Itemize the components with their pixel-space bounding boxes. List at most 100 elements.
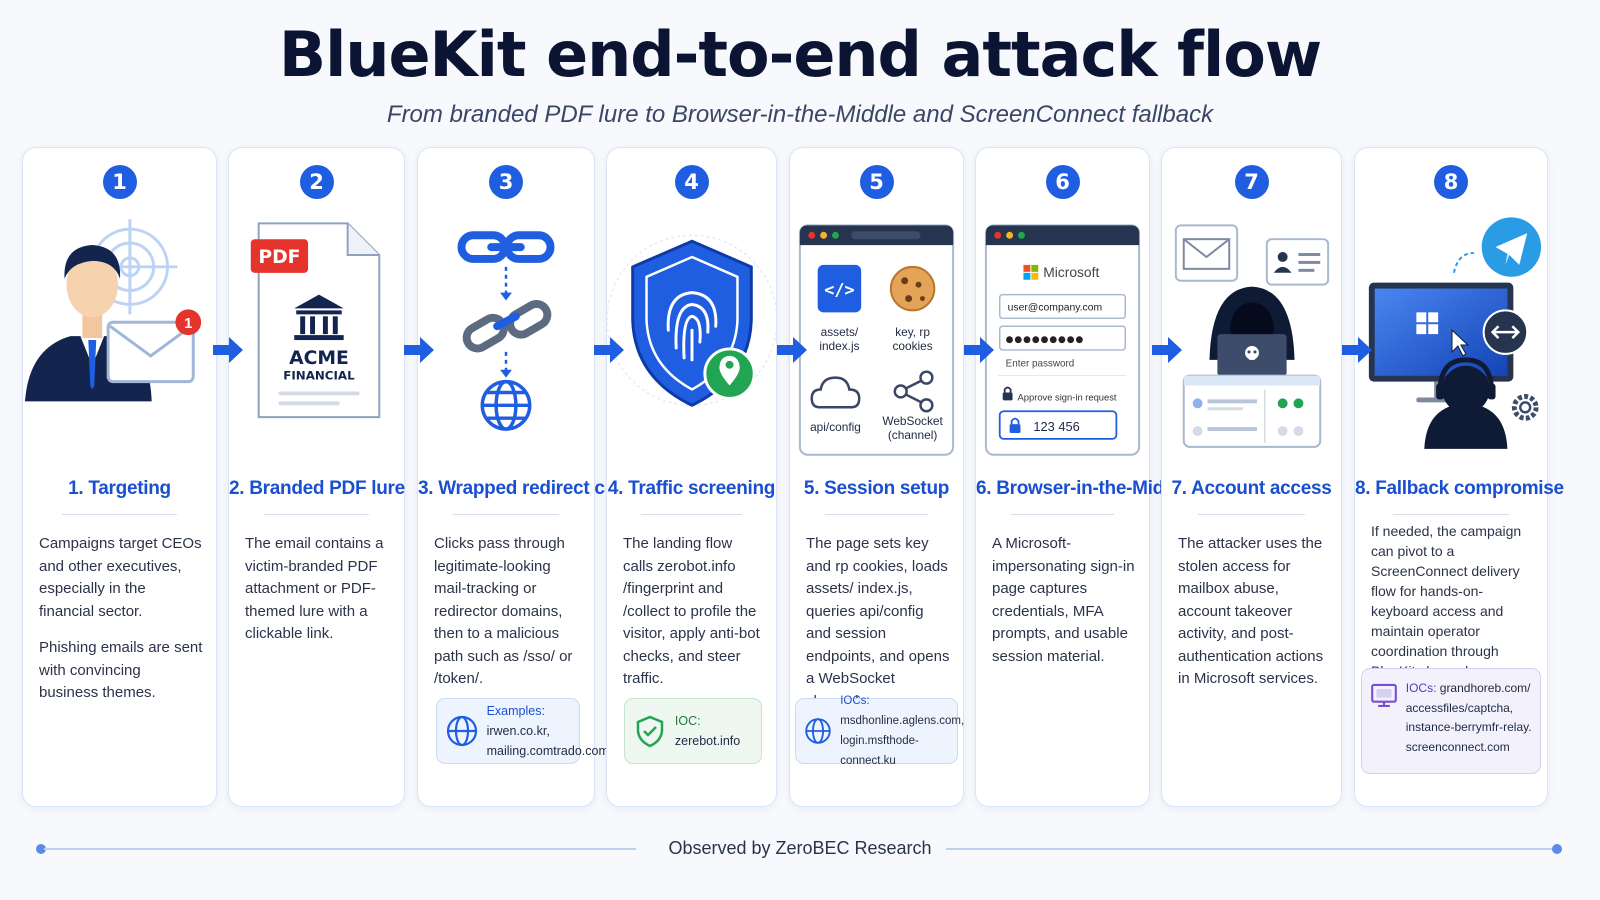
fake-signin-illustration: Microsoft user@company.com ●●●●●●●●● Ent… (976, 210, 1149, 480)
code-file-icon: </> (817, 264, 862, 313)
svg-text:1: 1 (184, 316, 192, 332)
step-description: Clicks pass through legitimate-looking m… (434, 535, 573, 687)
step-title: 5. Session setup (803, 478, 950, 499)
step-number-badge: 2 (299, 165, 334, 199)
bank-building-icon (294, 294, 344, 341)
svg-text:Enter password: Enter password (1006, 359, 1075, 370)
page-title: BlueKit end-to-end attack flow (278, 18, 1322, 91)
targeting-illustration: 1 (23, 210, 216, 480)
step-number-badge: 4 (674, 165, 709, 199)
windows-logo-icon (1416, 312, 1439, 335)
footer-line-left (44, 848, 636, 850)
cloud-icon (810, 376, 861, 409)
divider (61, 514, 178, 515)
step-description: A Microsoft-impersonating sign-in page c… (992, 535, 1135, 665)
chain-link-icon (457, 231, 555, 263)
step-title: 1. Targeting (68, 478, 171, 499)
globe-icon (443, 712, 481, 750)
telegram-icon (1481, 217, 1542, 277)
svg-text:cookies: cookies (892, 339, 932, 353)
ioc-box: IOC: zerebot.info (623, 698, 763, 764)
svg-text:PDF: PDF (258, 247, 300, 268)
step-title: 2. Branded PDF lure (229, 478, 405, 499)
divider (1393, 514, 1509, 515)
gear-icon (1511, 393, 1539, 421)
password-field (998, 325, 1127, 351)
step-number-badge: 6 (1045, 165, 1080, 199)
step-number-badge: 5 (859, 165, 894, 199)
globe-icon (480, 379, 532, 431)
flow-arrow-icon (594, 337, 624, 363)
svg-text:ACME: ACME (289, 348, 349, 369)
step-description: The landing flow calls zerobot.info /fin… (623, 535, 760, 687)
share-network-icon (893, 370, 934, 413)
footer-attribution: Observed by ZeroBEC Research (668, 838, 932, 858)
redirect-chain-illustration (418, 210, 594, 480)
svg-text:</>: </> (824, 280, 854, 300)
step-card-account-access: 7 (1161, 147, 1342, 807)
divider (640, 514, 743, 515)
step-number-badge: 7 (1234, 165, 1269, 199)
svg-text:Microsoft: Microsoft (1043, 264, 1099, 280)
step-card-traffic-screening: 4 4. Traffic screening The lan (606, 147, 777, 807)
ioc-box: Examples: irwen.co.kr, mailing.comtrado.… (435, 698, 609, 764)
divider (1010, 514, 1115, 515)
microsoft-logo-icon (1023, 264, 1039, 280)
cookie-icon (889, 265, 936, 312)
divider (264, 514, 369, 515)
step-title: 7. Account access (1171, 478, 1332, 499)
cursor-icon (1451, 329, 1470, 357)
step-title: 6. Browser-in-the-Middle (976, 478, 1191, 499)
account-access-illustration (1162, 210, 1341, 480)
email-field (998, 293, 1127, 320)
mail-card-icon (1174, 224, 1239, 282)
step-number-badge: 8 (1434, 165, 1468, 199)
dashboard-panel-icon (1182, 374, 1322, 448)
divider (453, 514, 559, 515)
step-description: Campaigns target CEOs and other executiv… (39, 535, 203, 701)
divider (824, 514, 929, 515)
shield-check-icon (631, 712, 669, 750)
step-description: The page sets key and rp cookies, loads … (806, 535, 950, 710)
step-description: The email contains a victim-branded PDF … (245, 535, 384, 642)
step-description: If needed, the campaign can pivot to a S… (1371, 523, 1522, 679)
svg-text:user@company.com: user@company.com (1008, 302, 1103, 313)
remote-control-icon (1482, 309, 1529, 355)
notification-badge: 1 (175, 309, 202, 336)
svg-text:key, rp: key, rp (895, 325, 930, 339)
step-number-badge: 1 (102, 165, 137, 199)
globe-icon (802, 715, 834, 747)
tile-assets: assets/ (821, 325, 859, 339)
ioc-box: IOCs: msdhonline.aglens.com, login.msfth… (795, 695, 964, 767)
flow-arrow-icon (964, 337, 994, 363)
svg-text:FINANCIAL: FINANCIAL (283, 369, 355, 383)
pdf-document-icon: PDF (250, 222, 381, 419)
step-title: 4. Traffic screening (607, 478, 776, 499)
fallback-compromise-illustration (1355, 210, 1547, 480)
step-card-browser-in-the-middle: 6 Microsoft user@company.com ●●●●●●●●● E… (975, 147, 1191, 807)
step-card-fallback-compromise: 8 (1354, 147, 1564, 807)
svg-text:123 456: 123 456 (1033, 419, 1079, 434)
step-title: 3. Wrapped redirect chain (418, 478, 643, 499)
executive-person-icon (24, 245, 152, 402)
flow-arrow-icon (404, 337, 434, 363)
email-envelope-icon (106, 320, 195, 384)
footer-dot-right (1552, 844, 1562, 854)
step-card-session-setup: 5 </> assets/ index.js key, rp cooki (789, 147, 964, 807)
operator-headset-icon (1424, 357, 1508, 449)
step-number-badge: 3 (489, 165, 523, 199)
broken-chain-icon (462, 300, 552, 353)
step-card-pdf-lure: 2 PDF ACME FINANCIAL 2. Brande (228, 147, 405, 807)
flow-arrow-icon (1152, 337, 1182, 363)
session-setup-illustration: </> assets/ index.js key, rp cookies api… (790, 210, 963, 480)
pdf-lure-illustration: PDF ACME FINANCIAL (229, 210, 404, 480)
monitor-icon (1368, 679, 1400, 711)
step-description: The attacker uses the stolen access for … (1178, 535, 1324, 687)
location-pin-icon (703, 347, 756, 400)
lock-icon (1002, 386, 1013, 401)
laptop-icon (1217, 334, 1287, 376)
mfa-code-field (998, 410, 1118, 440)
step-card-targeting: 1 1 (22, 147, 217, 807)
svg-text:Approve sign-in request: Approve sign-in request (1018, 391, 1117, 402)
page-subtitle: From branded PDF lure to Browser-in-the-… (386, 101, 1214, 128)
